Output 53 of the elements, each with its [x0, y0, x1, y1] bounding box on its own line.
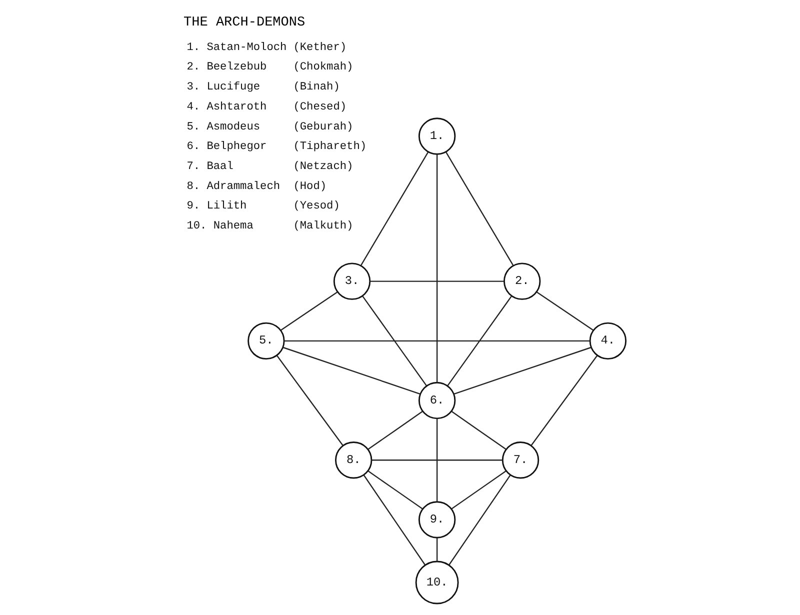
- connector: [444, 152, 514, 266]
- node-circle: 8.: [334, 442, 372, 479]
- label: (Chokmah): [292, 62, 353, 74]
- connector: [453, 346, 591, 395]
- connector: [280, 291, 338, 331]
- connector: [448, 474, 510, 566]
- label: (Chesed): [292, 101, 346, 114]
- label: (Binah): [292, 82, 340, 94]
- connector: [367, 470, 423, 510]
- diagram-title: THE ARCH-DEMONS: [183, 15, 305, 30]
- connector: [276, 355, 343, 446]
- connector: [360, 152, 428, 266]
- node-circle: 1.: [418, 118, 456, 155]
- connector: [436, 538, 438, 562]
- connector: [361, 296, 427, 386]
- label: 6. Belphegor: [186, 141, 266, 154]
- connector: [450, 410, 506, 450]
- label: 4. Ashtaroth: [186, 101, 266, 114]
- connector: [446, 296, 512, 386]
- label: 7. Baal: [186, 161, 233, 173]
- label: 2. Beelzebub: [186, 62, 266, 74]
- label: (Tiphareth): [292, 141, 366, 154]
- connector: [367, 410, 422, 450]
- label: (Kether): [292, 42, 346, 54]
- label: (Malkuth): [292, 220, 353, 233]
- label: (Hod): [292, 180, 326, 193]
- connector: [536, 291, 594, 331]
- node-circle: 2.: [503, 262, 540, 300]
- label: 1. Satan-Moloch: [186, 42, 286, 54]
- node-circle: 5.: [247, 322, 284, 360]
- connector: [436, 154, 438, 383]
- connector: [362, 474, 426, 566]
- label: (Netzach): [292, 161, 353, 173]
- label: 3. Lucifuge: [186, 82, 260, 94]
- connector: [530, 355, 598, 446]
- node-circle: 3.: [332, 262, 370, 300]
- label: 5. Asmodeus: [186, 121, 260, 134]
- connector: [371, 460, 502, 461]
- connector: [369, 280, 504, 282]
- connector: [282, 346, 420, 395]
- label: 9. Lilith: [186, 200, 246, 213]
- label: 10. Nahema: [186, 220, 253, 233]
- label: (Yesod): [292, 200, 340, 213]
- label: 8. Adrammalech: [186, 180, 280, 193]
- node-circle: 9.: [418, 501, 456, 538]
- node-circle: 10.: [414, 560, 458, 604]
- connector: [284, 340, 590, 342]
- node-circle: 4.: [588, 322, 626, 360]
- node-circle: 6.: [418, 382, 456, 420]
- node-circle: 7.: [501, 442, 539, 479]
- connector: [436, 418, 438, 502]
- label: (Geburah): [292, 121, 353, 134]
- connector: [450, 470, 506, 510]
